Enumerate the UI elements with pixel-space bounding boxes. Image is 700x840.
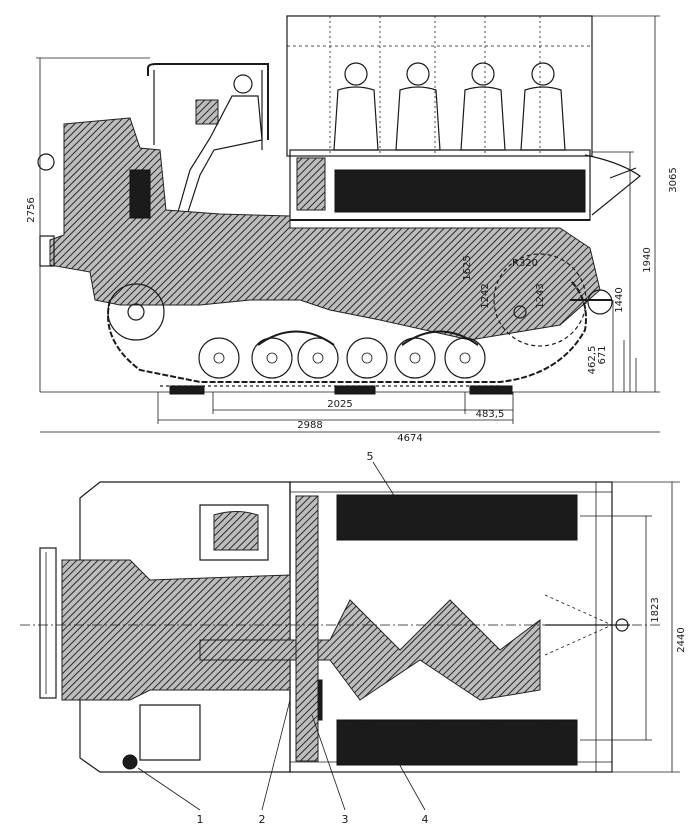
- callout-4: 4: [422, 813, 429, 826]
- passenger: [333, 62, 379, 151]
- cargo-deck: [289, 149, 591, 221]
- dim-r320: R320: [512, 258, 538, 269]
- dim-wheelbase-total: 2988: [297, 420, 322, 431]
- passenger: [395, 62, 441, 151]
- callout-3: 3: [342, 813, 349, 826]
- vertical-dimensions: [36, 15, 660, 392]
- plan-radiator: [39, 547, 57, 699]
- passenger: [520, 62, 566, 151]
- track: [107, 279, 587, 395]
- plan-bench-top: [336, 494, 578, 541]
- plan-width-dimensions: [580, 481, 680, 773]
- road-wheel: [297, 337, 339, 379]
- road-wheel: [444, 337, 486, 379]
- dim-ground-clearance: 462,5: [587, 346, 598, 375]
- road-wheel: [251, 337, 293, 379]
- dim-tow-height: 1440: [614, 287, 625, 312]
- plan-firewall: [295, 495, 319, 762]
- suspension-bogies: [257, 330, 479, 346]
- passenger-figures: [333, 62, 566, 151]
- callout-1: 1: [197, 813, 204, 826]
- dim-rear-overhang: 483,5: [476, 409, 505, 420]
- dim-track-base: 2025: [327, 399, 352, 410]
- dim-deck-height: 1940: [642, 247, 653, 272]
- road-wheel: [394, 337, 436, 379]
- dim-wheel-height: 671: [597, 345, 608, 364]
- plan-wheel-marker: [122, 754, 138, 770]
- idler-wheel: [493, 253, 587, 347]
- dim-1625: 1625: [462, 255, 473, 280]
- callout-leaders: [137, 461, 426, 811]
- road-wheel: [198, 337, 240, 379]
- side-view: 2756 3065 1940 1440 671 462,5 1625 R320 …: [26, 15, 679, 444]
- plan-view: 1823 2440 1 2 3 4 5: [20, 450, 687, 826]
- dim-1243: 1243: [535, 283, 546, 308]
- plan-bench-bottom: [336, 719, 578, 766]
- dim-overall-height: 2756: [26, 197, 37, 222]
- driver-figure: [177, 74, 263, 213]
- callout-5: 5: [367, 450, 374, 463]
- dim-overall-length: 4674: [397, 433, 422, 444]
- canopy-frame: [286, 15, 593, 157]
- passenger: [460, 62, 506, 151]
- tailgate: [584, 154, 641, 216]
- horizontal-dimensions: [40, 392, 660, 433]
- tow-hook: [570, 289, 613, 315]
- dim-1242: 1242: [480, 283, 491, 308]
- road-wheels: [198, 337, 486, 379]
- callout-2: 2: [259, 813, 266, 826]
- dim-canopy-height: 3065: [668, 167, 679, 192]
- dim-overall-width: 2440: [676, 627, 687, 652]
- road-wheel: [346, 337, 388, 379]
- dim-track-width: 1823: [650, 597, 661, 622]
- plan-front-seat: [139, 504, 269, 761]
